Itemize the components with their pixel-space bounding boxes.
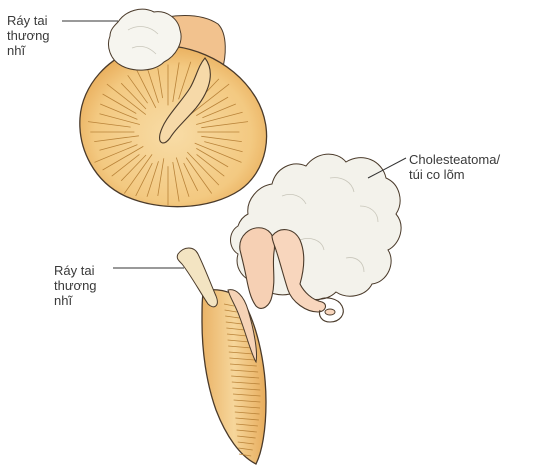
label-attic-bottom: Ráy tai thương nhĩ bbox=[54, 263, 97, 308]
label-attic-top-line-1: Ráy tai bbox=[7, 13, 50, 28]
tympanic-membrane-top bbox=[80, 9, 267, 206]
label-attic-bottom-line-1: Ráy tai bbox=[54, 263, 97, 278]
label-attic-top: Ráy tai thương nhĩ bbox=[7, 13, 50, 58]
malleus-head bbox=[240, 228, 275, 309]
label-cholesteatoma-line-2: túi co lõm bbox=[409, 167, 500, 182]
label-attic-bottom-line-2: thương bbox=[54, 278, 97, 293]
attic-wax-bottom bbox=[177, 248, 217, 307]
stapes-footplate bbox=[325, 309, 335, 315]
label-cholesteatoma: Cholesteatoma/ túi co lõm bbox=[409, 152, 500, 182]
label-cholesteatoma-line-1: Cholesteatoma/ bbox=[409, 152, 500, 167]
label-attic-top-line-2: thương bbox=[7, 28, 50, 43]
membrane-profile-bottom bbox=[202, 290, 266, 464]
label-attic-top-line-3: nhĩ bbox=[7, 43, 50, 58]
label-attic-bottom-line-3: nhĩ bbox=[54, 293, 97, 308]
